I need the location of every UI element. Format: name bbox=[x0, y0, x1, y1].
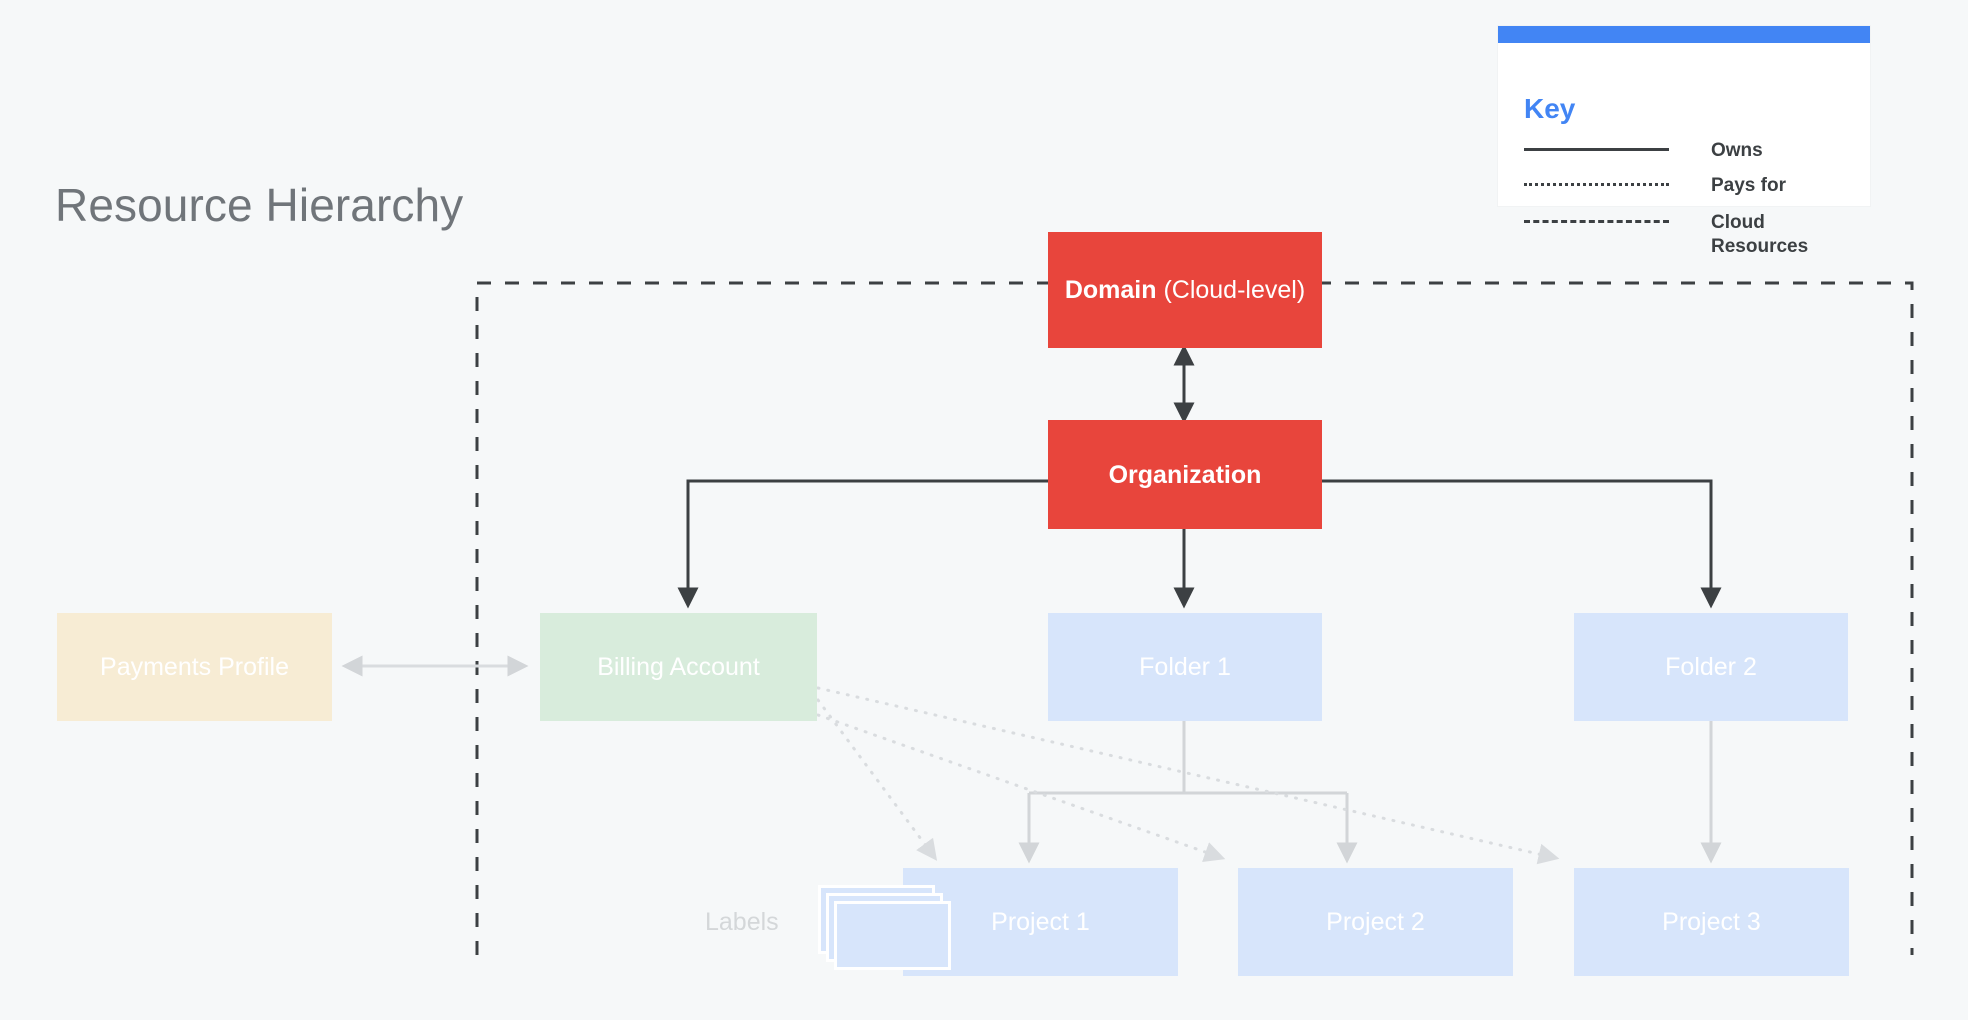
key-label-cloud-resources: Cloud Resources bbox=[1711, 212, 1809, 257]
label-card-front[interactable] bbox=[834, 901, 951, 970]
node-organization[interactable]: Organization bbox=[1048, 420, 1322, 529]
cloud-resources-line-sample bbox=[1524, 220, 1669, 223]
key-body: Key Owns Pays for Cloud Resources bbox=[1498, 43, 1870, 257]
node-folder-2[interactable]: Folder 2 bbox=[1574, 613, 1848, 721]
edge-paysfor-project2 bbox=[816, 713, 1226, 863]
node-folder-1-label: Folder 1 bbox=[1139, 653, 1231, 681]
node-billing-account[interactable]: Billing Account bbox=[540, 613, 817, 721]
edge-paysfor-project1 bbox=[816, 698, 938, 861]
node-domain-label: Domain (Cloud-level) bbox=[1065, 275, 1305, 305]
key-label-owns: Owns bbox=[1711, 140, 1763, 161]
node-payments-profile-label: Payments Profile bbox=[100, 653, 289, 681]
node-billing-account-label: Billing Account bbox=[597, 653, 760, 681]
page-title: Resource Hierarchy bbox=[55, 179, 464, 231]
node-project-1-label: Project 1 bbox=[991, 908, 1090, 936]
node-domain[interactable]: Domain (Cloud-level) bbox=[1048, 232, 1322, 348]
key-row-cloud-resources: Cloud Resources bbox=[1524, 211, 1831, 259]
key-title: Key bbox=[1524, 93, 1576, 124]
pays-for-line-sample bbox=[1524, 183, 1669, 186]
node-project-3[interactable]: Project 3 bbox=[1574, 868, 1849, 976]
key-label-pays-for: Pays for bbox=[1711, 175, 1786, 196]
key-panel: Key Owns Pays for Cloud Resources bbox=[1498, 26, 1870, 257]
node-organization-label: Organization bbox=[1108, 460, 1262, 489]
owns-line-sample bbox=[1524, 148, 1669, 151]
key-accent-bar bbox=[1498, 26, 1870, 43]
edge-organization-folder2 bbox=[1321, 479, 1722, 609]
key-row-pays-for: Pays for bbox=[1524, 174, 1786, 198]
node-project-2-label: Project 2 bbox=[1326, 908, 1425, 936]
key-row-owns: Owns bbox=[1524, 139, 1763, 163]
node-folder-2-label: Folder 2 bbox=[1665, 653, 1757, 681]
node-project-3-label: Project 3 bbox=[1662, 908, 1761, 936]
node-project-2[interactable]: Project 2 bbox=[1238, 868, 1513, 976]
edge-organization-billing bbox=[677, 479, 1048, 609]
node-payments-profile[interactable]: Payments Profile bbox=[57, 613, 332, 721]
node-domain-label-strong: Domain bbox=[1064, 276, 1157, 304]
node-domain-label-light: (Cloud-level) bbox=[1156, 276, 1306, 304]
node-folder-1[interactable]: Folder 1 bbox=[1048, 613, 1322, 721]
labels-caption: Labels bbox=[705, 908, 779, 936]
